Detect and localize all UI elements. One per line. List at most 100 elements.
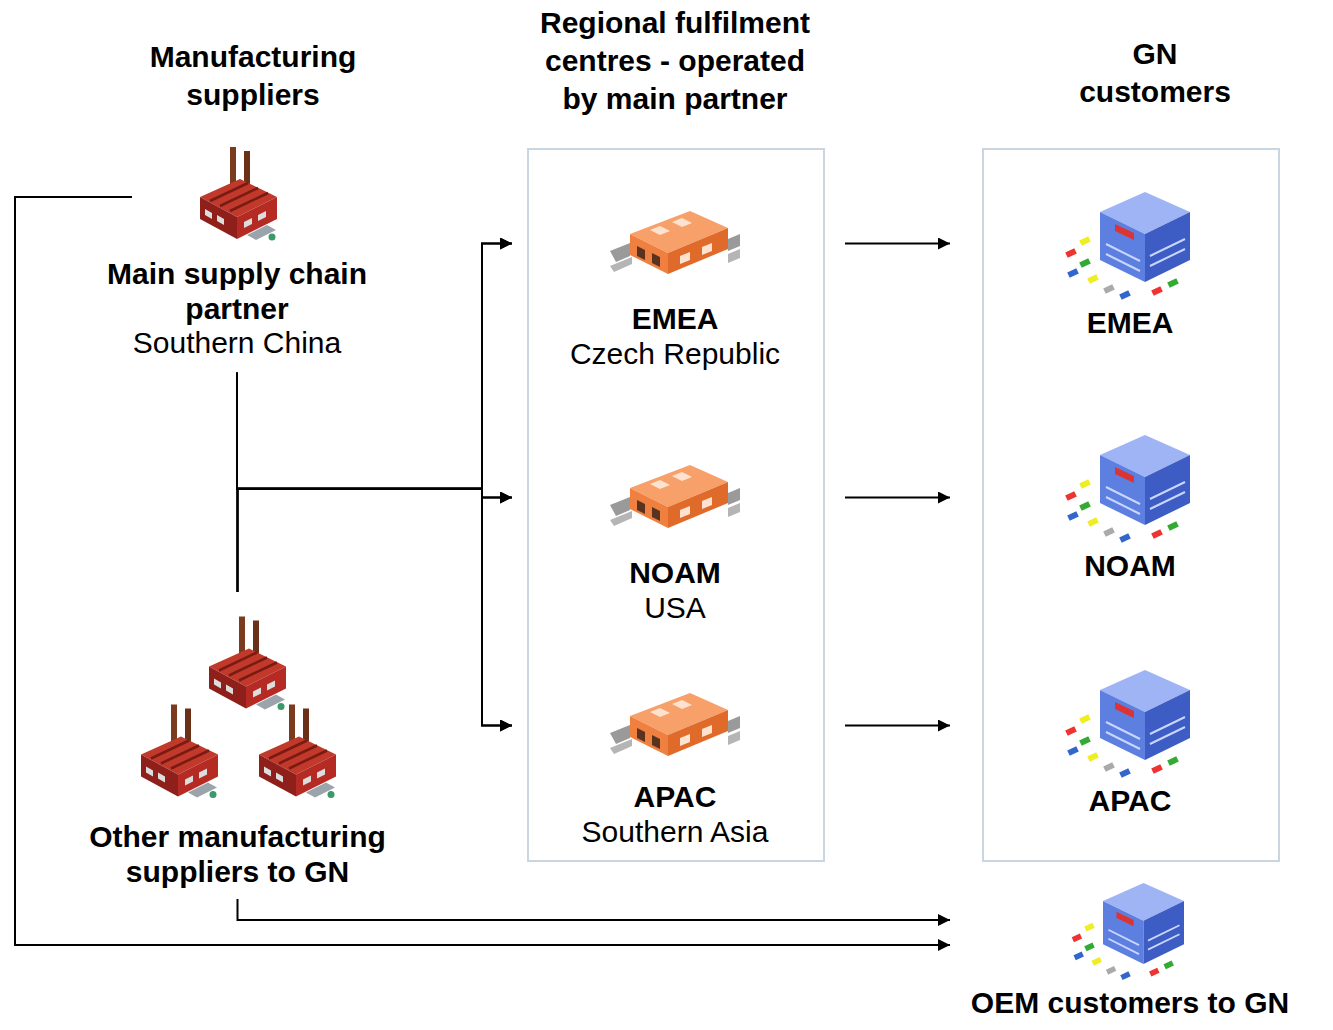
factory-icon: [192, 147, 282, 247]
site-node: APAC: [1045, 658, 1215, 819]
icon-part: [1079, 236, 1091, 246]
icon-part: [652, 253, 660, 267]
icon-part: [141, 705, 218, 799]
icon-part: [1117, 912, 1134, 926]
node-name: APAC: [555, 780, 795, 815]
warehouse-icon: [610, 206, 740, 281]
node-name: EMEA: [555, 302, 795, 337]
icon-part: [728, 234, 740, 251]
icon-part: [1119, 533, 1131, 543]
icon-part: [1119, 290, 1131, 300]
site-node: NOAMUSA: [555, 452, 795, 625]
warehouse-icon: [610, 688, 740, 763]
icon-part: [209, 617, 286, 711]
icon-part: [1079, 479, 1091, 489]
icon-part: [188, 783, 217, 798]
icon-part: [672, 218, 692, 227]
icon-part: [259, 755, 296, 797]
icon-part: [246, 667, 286, 709]
icon-part: [1103, 762, 1115, 772]
icon-part: [1100, 212, 1145, 282]
node-name: NOAM: [1045, 549, 1215, 584]
icon-part: [680, 252, 690, 264]
icon-part: [652, 735, 660, 749]
icon-part: [1100, 455, 1145, 525]
icon-part: [209, 791, 216, 798]
icon-part: [237, 197, 277, 239]
customer-building-icon: [1060, 660, 1200, 780]
icon-part: [1106, 966, 1116, 975]
icon-part: [668, 482, 728, 528]
site-node: APACSouthern Asia: [555, 680, 795, 849]
icon-part: [1084, 943, 1094, 952]
node-name: APAC: [1045, 784, 1215, 819]
flow-arrow: [238, 489, 513, 726]
icon-part: [1115, 224, 1134, 240]
icon-part: [1108, 925, 1179, 954]
icon-part: [728, 503, 740, 517]
icon-part: [171, 705, 177, 745]
icon-part: [650, 480, 670, 489]
icon-part: [1106, 482, 1185, 514]
node-name: Other manufacturing suppliers to GN: [35, 820, 440, 889]
icon-part: [1167, 756, 1179, 766]
node-name: Main supply chain partner: [67, 257, 407, 326]
icon-part: [1079, 501, 1091, 511]
icon-part: [650, 708, 670, 717]
icon-part: [289, 705, 295, 745]
icon-part: [1115, 702, 1134, 718]
icon-part: [1087, 752, 1099, 762]
icon-part: [1079, 736, 1091, 746]
node-location: Southern China: [67, 326, 407, 361]
site-node: EMEACzech Republic: [555, 198, 795, 371]
icon-part: [630, 716, 668, 756]
node-location: Czech Republic: [555, 337, 795, 372]
site-node: NOAM: [1045, 423, 1215, 584]
icon-part: [205, 209, 212, 219]
icon-part: [1072, 934, 1082, 943]
icon-part: [1149, 968, 1159, 977]
icon-part: [668, 228, 728, 274]
icon-part: [610, 257, 632, 272]
icon-part: [256, 695, 285, 710]
icon-part: [264, 767, 271, 777]
icon-part: [610, 511, 632, 526]
site-node: EMEA: [1045, 180, 1215, 341]
icon-part: [239, 617, 245, 657]
icon-part: [158, 773, 165, 783]
icon-part: [306, 783, 335, 798]
icon-part: [1119, 768, 1131, 778]
icon-part: [199, 769, 207, 779]
icon-part: [267, 681, 275, 691]
icon-part: [650, 226, 670, 235]
icon-part: [610, 739, 632, 754]
column-heading: Manufacturing suppliers: [133, 38, 373, 114]
icon-part: [1167, 278, 1179, 288]
icon-part: [1067, 746, 1079, 756]
group-heading: Regional fulfilment centres - operated b…: [530, 4, 820, 118]
icon-part: [1091, 957, 1101, 966]
icon-part: [244, 218, 252, 228]
icon-part: [1079, 714, 1091, 724]
icon-part: [209, 667, 246, 709]
icon-part: [200, 197, 237, 239]
icon-part: [728, 488, 740, 505]
site-node: Main supply chain partnerSouthern China: [67, 145, 407, 361]
icon-part: [269, 234, 276, 241]
icon-part: [672, 700, 692, 709]
customer-building-icon: [1060, 425, 1200, 545]
icon-part: [1163, 961, 1173, 970]
flow-arrow: [845, 725, 950, 727]
icon-part: [1065, 726, 1077, 736]
customer-building-icon: [1067, 874, 1193, 982]
icon-part: [702, 497, 712, 509]
icon-part: [214, 679, 221, 689]
icon-part: [303, 776, 311, 786]
icon-part: [702, 725, 712, 737]
icon-part: [630, 488, 668, 528]
site-node: OEM customers to GN: [930, 872, 1330, 1021]
icon-part: [277, 703, 284, 710]
icon-part: [258, 211, 266, 221]
icon-part: [1065, 491, 1077, 501]
icon-part: [217, 215, 224, 225]
